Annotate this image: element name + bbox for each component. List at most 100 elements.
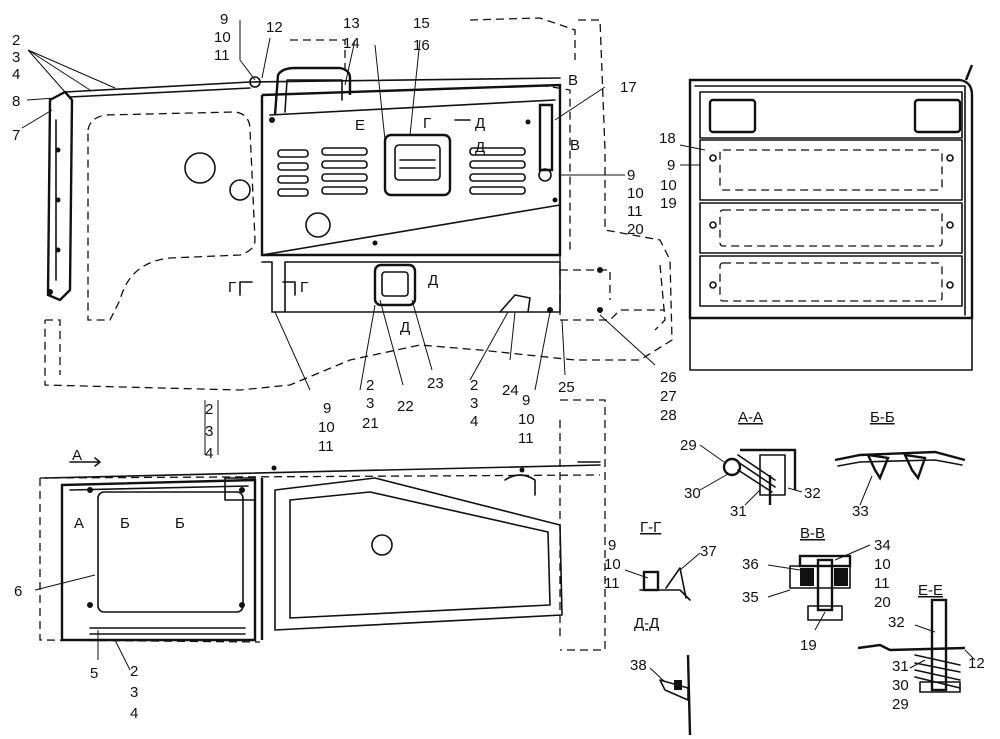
callout-10: 10 (874, 556, 891, 573)
round-cover-icon (229, 179, 251, 201)
cut-mark-b: Б (175, 515, 185, 532)
rivet-icon (55, 147, 61, 153)
callout-11: 11 (604, 575, 620, 592)
cut-mark-a: А (72, 447, 82, 464)
callout-20: 20 (874, 594, 891, 611)
cut-mark-d: Д (428, 272, 438, 289)
vent-grille-right (469, 147, 526, 195)
callout-36: 36 (742, 556, 759, 573)
section-b-b (834, 450, 966, 481)
section-title-e-e: Е-Е (918, 582, 943, 599)
section-d-d (659, 654, 692, 736)
callout-6: 6 (14, 583, 22, 600)
rivet-icon (47, 289, 53, 295)
callout-30: 30 (892, 677, 909, 694)
callout-4: 4 (130, 705, 138, 722)
callout-26: 26 (660, 369, 677, 386)
callout-2: 2 (366, 377, 374, 394)
section-title-d-d: Д-Д (634, 615, 659, 632)
callout-10: 10 (604, 556, 621, 573)
callout-11: 11 (627, 203, 643, 220)
callout-22: 22 (397, 398, 414, 415)
front-skirt (689, 317, 973, 371)
callout-10: 10 (627, 185, 644, 202)
callout-9: 9 (323, 400, 331, 417)
rivet-icon (55, 197, 61, 203)
callout-11: 11 (518, 430, 534, 447)
callout-4: 4 (205, 445, 213, 462)
section-a-a (722, 448, 797, 505)
callout-13: 13 (343, 15, 360, 32)
headlight-icon (708, 98, 757, 134)
round-cover-icon (305, 212, 331, 238)
cut-mark-d: Д (400, 319, 410, 336)
callout-20: 20 (627, 221, 644, 238)
section-title-v-v: В-В (800, 525, 825, 542)
callout-2: 2 (470, 377, 478, 394)
callout-23: 23 (427, 375, 444, 392)
callout-10: 10 (214, 29, 231, 46)
section-v-v (789, 554, 852, 621)
callout-25: 25 (558, 379, 575, 396)
cut-mark-g: Г (300, 279, 308, 296)
callout-10: 10 (318, 419, 335, 436)
front-view (688, 64, 974, 371)
round-cover-icon (371, 534, 393, 556)
callout-35: 35 (742, 589, 759, 606)
callout-31: 31 (730, 503, 747, 520)
window-panel (97, 491, 244, 613)
callout-16: 16 (413, 37, 430, 54)
bolt-icon (816, 558, 834, 612)
callout-7: 7 (12, 127, 20, 144)
callout-2: 2 (12, 32, 20, 49)
headlight-icon (913, 98, 962, 134)
callout-27: 27 (660, 388, 677, 405)
callout-3: 3 (366, 395, 374, 412)
callout-37: 37 (700, 543, 717, 560)
hood-panel (274, 477, 563, 631)
callout-31: 31 (892, 658, 909, 675)
section-title-g-g: Г-Г (640, 519, 661, 536)
callout-2: 2 (205, 401, 213, 418)
callout-12: 12 (968, 655, 985, 672)
callout-38: 38 (630, 657, 647, 674)
callout-3: 3 (205, 423, 213, 440)
cut-mark-d: Д (475, 139, 485, 156)
callout-34: 34 (874, 537, 891, 554)
vent-grille-left (277, 147, 368, 197)
callout-labels: 2 3 4 8 7 9 10 11 12 13 14 15 16 17 9 10… (12, 11, 985, 722)
callout-14: 14 (343, 35, 360, 52)
callout-4: 4 (12, 66, 20, 83)
callout-24: 24 (502, 382, 519, 399)
callout-21: 21 (362, 415, 379, 432)
cut-mark-g: Г (228, 279, 236, 296)
callout-9: 9 (667, 157, 675, 174)
cut-mark-a: А (74, 515, 84, 532)
callout-10: 10 (518, 411, 535, 428)
cut-mark-d: Д (475, 115, 485, 132)
cut-mark-e: Е (355, 117, 365, 134)
main-side-view (44, 17, 673, 391)
section-g-g (639, 567, 691, 601)
cut-mark-g: Г (423, 115, 431, 132)
bolt-icon (642, 570, 660, 592)
section-title-b-b: Б-Б (870, 409, 895, 426)
callout-4: 4 (470, 413, 478, 430)
callout-9: 9 (522, 392, 530, 409)
callout-17: 17 (620, 79, 637, 96)
section-title-a-a: А-А (738, 409, 763, 426)
callout-29: 29 (892, 696, 909, 713)
callout-19: 19 (660, 195, 677, 212)
rivet-icon (55, 247, 61, 253)
callout-2: 2 (130, 663, 138, 680)
callout-29: 29 (680, 437, 697, 454)
callout-3: 3 (470, 395, 478, 412)
lamp-housing (373, 263, 417, 307)
callout-10: 10 (660, 177, 677, 194)
callout-32: 32 (804, 485, 821, 502)
callout-28: 28 (660, 407, 677, 424)
cut-mark-v: В (570, 137, 580, 154)
leader-lines (21, 20, 976, 683)
callout-18: 18 (659, 130, 676, 147)
